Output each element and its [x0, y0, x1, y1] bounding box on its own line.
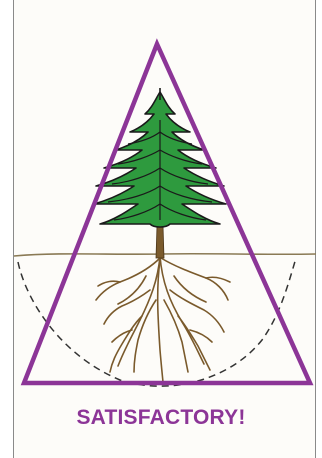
- ground-line: [14, 254, 316, 256]
- tree-roots: [96, 256, 230, 382]
- status-caption: SATISFACTORY!: [0, 406, 322, 430]
- tree-trunk: [156, 226, 164, 258]
